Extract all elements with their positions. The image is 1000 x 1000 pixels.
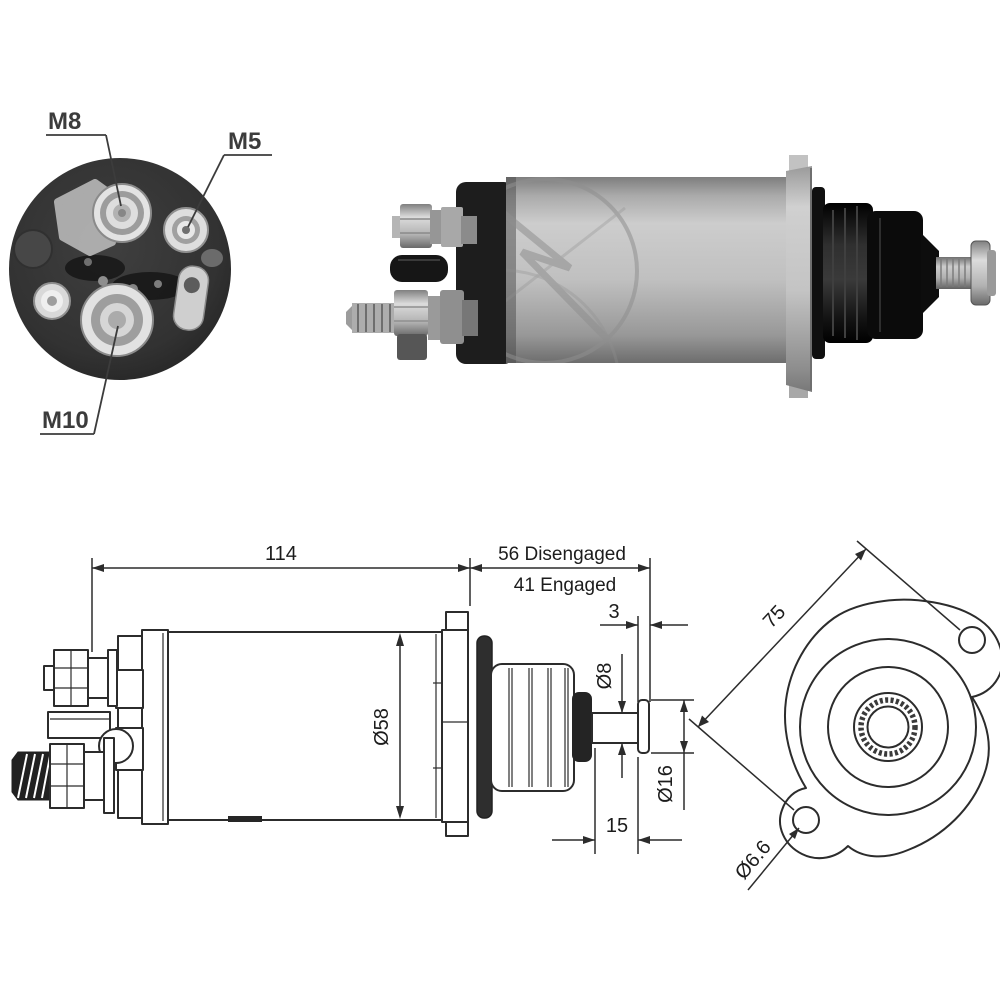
rear-cap xyxy=(456,182,514,364)
body-left-shade xyxy=(506,177,516,363)
collar-drawing xyxy=(572,692,592,762)
dim-disc-thickness: 3 xyxy=(600,601,688,629)
dim-shaft-length: 15 xyxy=(552,748,682,854)
m10-terminal xyxy=(80,283,154,357)
shaft-drawing xyxy=(591,712,639,744)
flange-drawing xyxy=(433,611,469,837)
brand-watermark-icon xyxy=(506,177,639,363)
dim-disc-diameter-label: Ø16 xyxy=(655,765,677,803)
rear-terminal-view-photo: M8 M5 M10 xyxy=(9,108,272,435)
seal-disc-drawing xyxy=(476,635,493,819)
mounting-flange-photo xyxy=(786,155,812,398)
m5-terminal xyxy=(163,207,209,253)
m10-label: M10 xyxy=(42,407,89,434)
dim-body-length-label: 114 xyxy=(265,543,297,565)
edge-boss xyxy=(201,249,223,267)
bore-inner-circle xyxy=(866,705,910,749)
flange-face-circle xyxy=(799,638,977,816)
m5-label: M5 xyxy=(228,128,261,155)
pilot-circle xyxy=(827,666,949,788)
dim-body-diameter-label: Ø58 xyxy=(371,708,393,746)
dim-hole-spacing-label: 75 xyxy=(759,601,790,632)
dim-disc-thickness-label: 3 xyxy=(608,601,619,623)
side-view-drawing: 114 56 Disengaged 41 Engaged 3 Ø58 Ø8 xyxy=(11,543,694,854)
dim-hole-diameter-label: Ø6.6 xyxy=(731,836,776,883)
dim-disengaged-label: 56 Disengaged xyxy=(498,544,626,565)
vent-recess xyxy=(13,229,53,269)
bore-knurl-ring xyxy=(858,697,918,757)
m8-stud-photo xyxy=(392,204,477,248)
rubber-boot-photo xyxy=(812,187,939,359)
m8-terminal xyxy=(54,179,152,256)
m8-leader-line xyxy=(105,134,122,207)
m10-leader-line xyxy=(93,325,119,435)
solenoid-body xyxy=(506,177,788,363)
body-seam-mark xyxy=(228,816,262,822)
spade-pin-photo xyxy=(390,255,448,282)
bellows-drawing xyxy=(490,663,575,792)
small-rivet xyxy=(33,282,71,320)
body-outline xyxy=(167,631,447,821)
solenoid-product-photo xyxy=(346,155,996,398)
tip-disc-drawing xyxy=(637,699,650,754)
bracket-slot xyxy=(172,265,210,331)
dim-engaged-label: 41 Engaged xyxy=(514,575,617,596)
spade-terminal-drawing xyxy=(47,711,134,764)
dim-body-diameter: Ø58 xyxy=(371,633,404,819)
upper-stud-drawing xyxy=(43,649,118,707)
m10-stud-photo xyxy=(346,290,478,360)
m8-label: M8 xyxy=(48,108,81,135)
flange-front-view-drawing: 75 Ø6.6 xyxy=(688,540,1000,891)
dim-disc-diameter: Ø16 xyxy=(651,699,694,810)
dim-shaft-length-label: 15 xyxy=(606,815,628,837)
plunger-shaft-photo xyxy=(936,240,996,306)
mounting-hole-bottom xyxy=(792,806,820,834)
bore-outer-circle xyxy=(853,692,923,762)
dim-shaft-diameter: Ø8 xyxy=(594,654,626,778)
m5-leader-line xyxy=(187,154,225,228)
rear-cap-drawing xyxy=(115,629,169,825)
mounting-hole-top xyxy=(958,626,986,654)
lower-stud-drawing xyxy=(11,737,115,814)
dim-length: 114 56 Disengaged 41 Engaged xyxy=(91,543,651,702)
dim-shaft-diameter-label: Ø8 xyxy=(594,663,616,690)
